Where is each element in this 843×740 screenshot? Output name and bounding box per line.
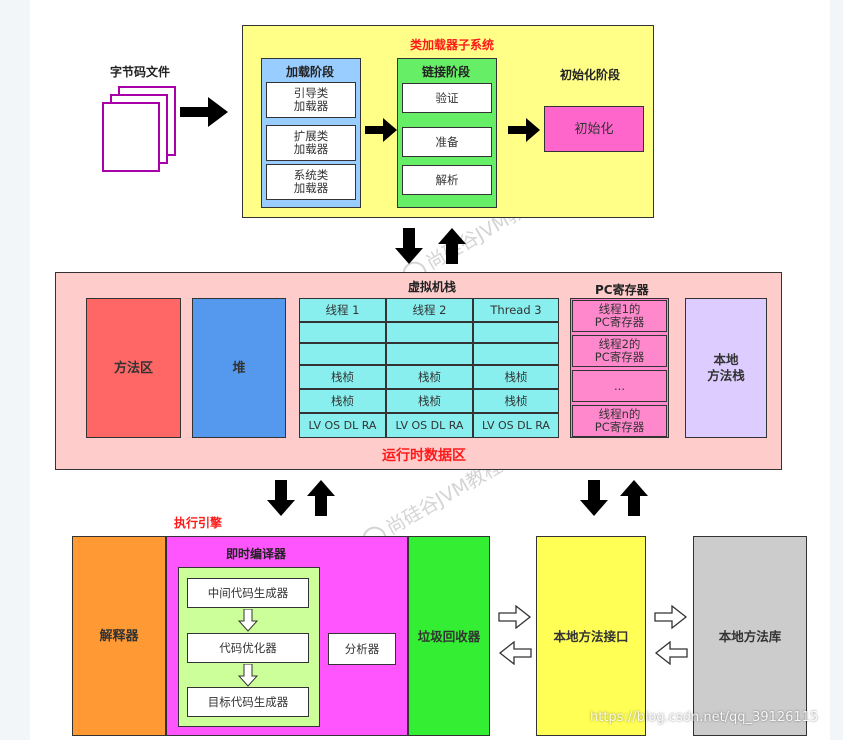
stack-cell bbox=[386, 322, 473, 343]
garbage-collector: 垃圾回收器 bbox=[408, 536, 490, 736]
bytecode-file-icon bbox=[102, 102, 160, 172]
source-credit: https://blog.csdn.net/qq_39126115 bbox=[590, 710, 819, 725]
arrow-up-icon bbox=[307, 480, 335, 516]
arrow-down-icon bbox=[580, 480, 608, 516]
arrow-right-icon bbox=[498, 605, 532, 629]
arrow-right-icon bbox=[654, 605, 688, 629]
arrow-left-icon bbox=[654, 641, 688, 665]
pc-register-title: PC寄存器 bbox=[595, 283, 649, 297]
extension-classloader: 扩展类 加载器 bbox=[266, 125, 356, 161]
arrow-down-icon bbox=[238, 609, 258, 632]
arrow-right-icon bbox=[365, 118, 397, 142]
stack-cell bbox=[299, 343, 386, 365]
init-stage-title: 初始化阶段 bbox=[560, 68, 621, 82]
classloader-title: 类加载器子系统 bbox=[410, 38, 495, 52]
initialization-box: 初始化 bbox=[544, 106, 644, 152]
intermediate-code-generator: 中间代码生成器 bbox=[187, 578, 309, 608]
arrow-right-icon bbox=[180, 97, 228, 127]
stack-frame-cell: 栈桢 bbox=[473, 365, 559, 389]
stack-frame-cell: 栈桢 bbox=[386, 389, 473, 413]
arrow-left-icon bbox=[498, 641, 532, 665]
arrow-down-icon bbox=[267, 480, 295, 516]
system-classloader: 系统类 加载器 bbox=[266, 164, 356, 200]
analyzer: 分析器 bbox=[328, 633, 396, 665]
native-method-library: 本地方法库 bbox=[693, 536, 807, 736]
code-optimizer: 代码优化器 bbox=[187, 633, 309, 663]
method-area: 方法区 bbox=[86, 298, 181, 438]
pc-register-thread-n: 线程n的 PC寄存器 bbox=[572, 405, 667, 437]
stack-cell bbox=[473, 322, 559, 343]
thread-1-header: 线程 1 bbox=[299, 298, 386, 322]
bootstrap-classloader: 引导类 加载器 bbox=[266, 82, 356, 118]
pc-register-ellipsis: ... bbox=[572, 370, 667, 402]
stack-frame-cell: 栈桢 bbox=[386, 365, 473, 389]
interpreter: 解释器 bbox=[72, 536, 166, 736]
linking-stage-title: 链接阶段 bbox=[422, 65, 471, 79]
native-method-interface: 本地方法接口 bbox=[536, 536, 646, 736]
stack-frame-cell: 栈桢 bbox=[299, 389, 386, 413]
prepare-step: 准备 bbox=[402, 127, 492, 157]
arrow-down-icon bbox=[395, 228, 423, 264]
local-vars-cell: LV OS DL RA bbox=[473, 413, 559, 438]
native-method-stack: 本地 方法栈 bbox=[685, 298, 767, 438]
pc-register-thread-1: 线程1的 PC寄存器 bbox=[572, 300, 667, 332]
thread-2-header: 线程 2 bbox=[386, 298, 473, 322]
target-code-generator: 目标代码生成器 bbox=[187, 687, 309, 717]
arrow-up-icon bbox=[438, 228, 466, 264]
stack-cell bbox=[299, 322, 386, 343]
jit-compiler-title: 即时编译器 bbox=[226, 547, 287, 561]
verify-step: 验证 bbox=[402, 83, 492, 113]
heap: 堆 bbox=[192, 298, 286, 438]
resolve-step: 解析 bbox=[402, 165, 492, 195]
local-vars-cell: LV OS DL RA bbox=[299, 413, 386, 438]
vm-stack-title: 虚拟机栈 bbox=[408, 280, 457, 294]
execution-engine-title: 执行引擎 bbox=[174, 516, 223, 530]
local-vars-cell: LV OS DL RA bbox=[386, 413, 473, 438]
arrow-right-icon bbox=[508, 118, 540, 142]
runtime-title: 运行时数据区 bbox=[382, 448, 466, 464]
stack-frame-cell: 栈桢 bbox=[299, 365, 386, 389]
stack-frame-cell: 栈桢 bbox=[473, 389, 559, 413]
bytecode-label: 字节码文件 bbox=[110, 65, 171, 79]
stack-cell bbox=[386, 343, 473, 365]
loading-stage-title: 加载阶段 bbox=[286, 65, 335, 79]
stack-cell bbox=[473, 343, 559, 365]
pc-register-thread-2: 线程2的 PC寄存器 bbox=[572, 335, 667, 367]
arrow-down-icon bbox=[238, 664, 258, 687]
arrow-up-icon bbox=[620, 480, 648, 516]
diagram-canvas: 尚硅谷JVM教程配图 尚硅谷JVM教程配图 字节码文件 类加载器子系统 加载阶段… bbox=[30, 0, 830, 740]
thread-3-header: Thread 3 bbox=[473, 298, 559, 322]
